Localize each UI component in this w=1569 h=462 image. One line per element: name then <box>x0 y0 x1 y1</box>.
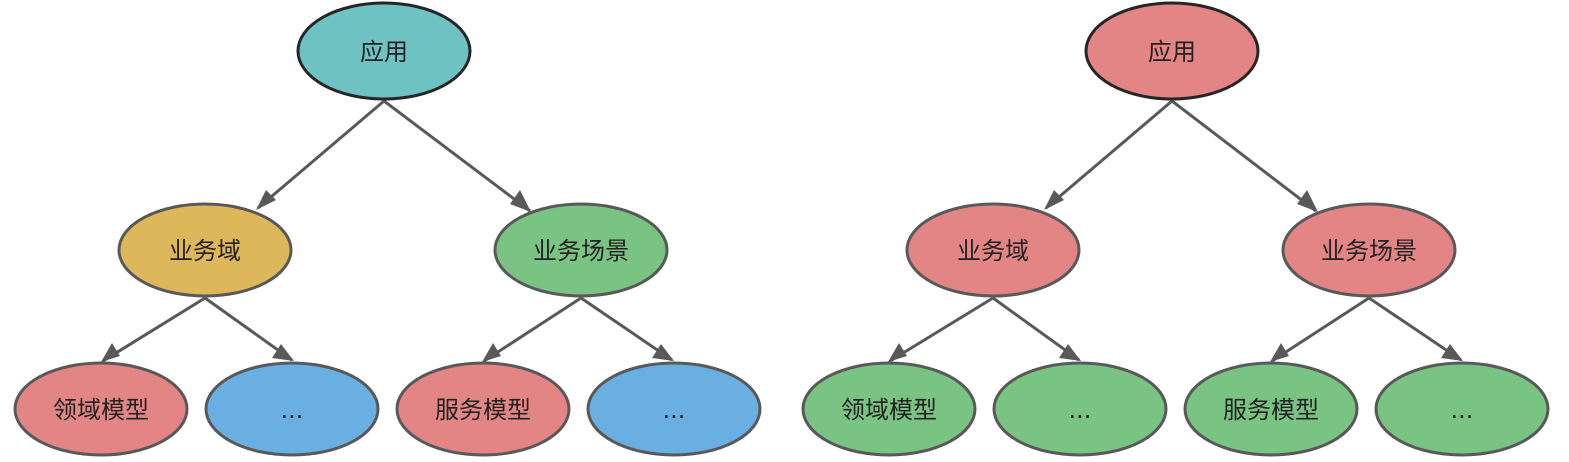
edge-app-to-domain <box>1045 99 1173 210</box>
node-business-scene-shape <box>1281 202 1457 298</box>
node-business-domain-shape <box>905 202 1081 298</box>
node-scene-more-shape <box>1374 361 1550 457</box>
node-service-model-shape <box>1183 361 1359 457</box>
node-business-scene-label: 业务场景 <box>1321 237 1417 265</box>
node-domain-model-shape <box>801 361 977 457</box>
node-app-label: 应用 <box>360 38 408 66</box>
node-app[interactable]: 应用 <box>1084 1 1260 101</box>
edge-domain-to-domain-model <box>102 296 206 363</box>
arrowhead <box>1059 344 1081 361</box>
left-tree: 应用 业务域 业务场景 领域模型 ... 服务模型 ... <box>13 1 762 457</box>
node-app-label: 应用 <box>1148 38 1196 66</box>
node-scene-more[interactable]: ... <box>1374 361 1550 457</box>
node-domain-model[interactable]: 领域模型 <box>13 361 189 457</box>
arrowhead <box>510 190 531 212</box>
arrowheads-left <box>101 190 674 362</box>
edge-app-to-scene <box>383 99 531 213</box>
node-business-domain[interactable]: 业务域 <box>905 202 1081 298</box>
edge-app-to-scene <box>1171 99 1317 213</box>
arrowhead <box>1297 190 1318 212</box>
arrowhead <box>256 190 276 210</box>
node-business-domain-shape <box>117 202 293 298</box>
arrowhead <box>1044 190 1064 210</box>
node-domain-more-shape <box>204 361 380 457</box>
node-app-shape <box>296 1 472 101</box>
arrowhead <box>888 343 907 362</box>
edge-scene-to-service-model <box>1271 296 1370 363</box>
node-app-shape <box>1084 1 1260 101</box>
node-domain-more[interactable]: ... <box>992 361 1168 457</box>
arrowhead <box>1441 344 1463 361</box>
arrowhead <box>652 344 674 361</box>
node-business-scene[interactable]: 业务场景 <box>493 202 669 298</box>
edge-domain-to-domain-model <box>889 296 994 363</box>
node-business-scene-label: 业务场景 <box>533 237 629 265</box>
node-domain-more-label: ... <box>1069 396 1092 424</box>
right-tree: 应用 业务域 业务场景 领域模型 ... 服务模型 ... <box>801 1 1550 457</box>
edge-scene-to-service-model <box>483 296 582 363</box>
arrowhead <box>482 343 501 362</box>
arrowheads-right <box>888 190 1463 362</box>
node-service-model[interactable]: 服务模型 <box>395 361 571 457</box>
node-service-model-label: 服务模型 <box>1223 396 1319 424</box>
node-domain-model-label: 领域模型 <box>53 396 149 424</box>
node-scene-more-label: ... <box>663 396 686 424</box>
node-service-model-shape <box>395 361 571 457</box>
node-business-domain-label: 业务域 <box>957 237 1029 265</box>
node-business-scene-shape <box>493 202 669 298</box>
node-business-domain[interactable]: 业务域 <box>117 202 293 298</box>
edge-scene-to-more <box>1368 296 1462 362</box>
node-app[interactable]: 应用 <box>296 1 472 101</box>
arrowhead <box>101 343 120 362</box>
node-domain-model-shape <box>13 361 189 457</box>
arrowhead <box>1270 343 1289 362</box>
arrowhead <box>272 344 294 361</box>
node-business-scene[interactable]: 业务场景 <box>1281 202 1457 298</box>
node-service-model[interactable]: 服务模型 <box>1183 361 1359 457</box>
node-scene-more-label: ... <box>1451 396 1474 424</box>
node-domain-model[interactable]: 领域模型 <box>801 361 977 457</box>
node-domain-more[interactable]: ... <box>204 361 380 457</box>
edge-scene-to-more <box>580 296 673 362</box>
node-domain-more-shape <box>992 361 1168 457</box>
node-scene-more[interactable]: ... <box>586 361 762 457</box>
edge-app-to-domain <box>257 99 385 210</box>
node-domain-model-label: 领域模型 <box>841 396 937 424</box>
node-scene-more-shape <box>586 361 762 457</box>
node-business-domain-label: 业务域 <box>169 237 241 265</box>
node-domain-more-label: ... <box>281 396 304 424</box>
node-service-model-label: 服务模型 <box>435 396 531 424</box>
